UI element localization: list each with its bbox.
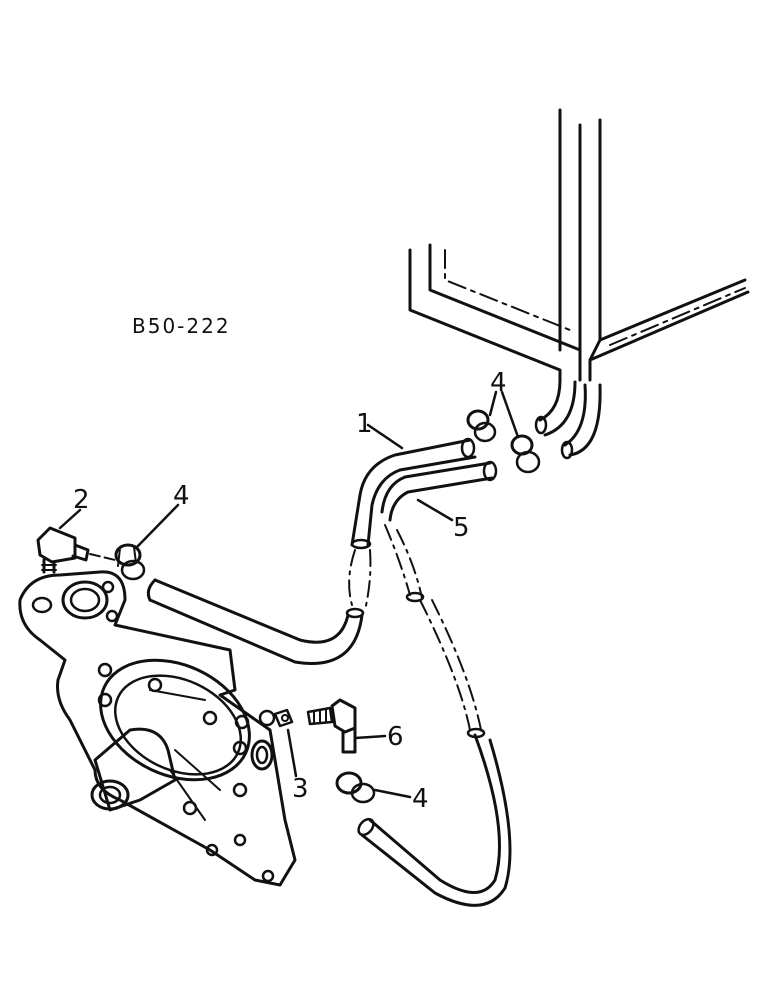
tank-outlet-pipes (534, 378, 602, 460)
hose-long-lower (357, 524, 512, 907)
clamp-top-left (114, 543, 146, 581)
callout-hose-upper: 1 (356, 409, 373, 439)
leader-lines (58, 390, 520, 799)
callout-clamp-tank: 4 (490, 368, 507, 398)
hose-bypass (146, 578, 365, 665)
callout-hose-lower: 5 (453, 513, 470, 543)
figure-code: B50-222 (132, 314, 231, 338)
clamp-bottom (335, 771, 376, 804)
hose-upper (350, 437, 477, 547)
callout-clamp-bottom: 4 (412, 784, 429, 814)
elbow-fitting-top (36, 526, 116, 574)
radiator-frame (408, 108, 750, 382)
fitting-side (258, 708, 294, 728)
callout-fitting-side: 3 (292, 774, 309, 804)
clamp-tank-upper (466, 409, 497, 443)
callout-elbow-top: 2 (73, 485, 90, 515)
hose-lower (380, 460, 498, 522)
clamp-tank-lower (510, 434, 541, 474)
callout-elbow-side: 6 (387, 722, 404, 752)
elbow-fitting-side (306, 698, 357, 754)
water-pump-housing (18, 570, 297, 887)
callout-clamp-top-left: 4 (173, 481, 190, 511)
